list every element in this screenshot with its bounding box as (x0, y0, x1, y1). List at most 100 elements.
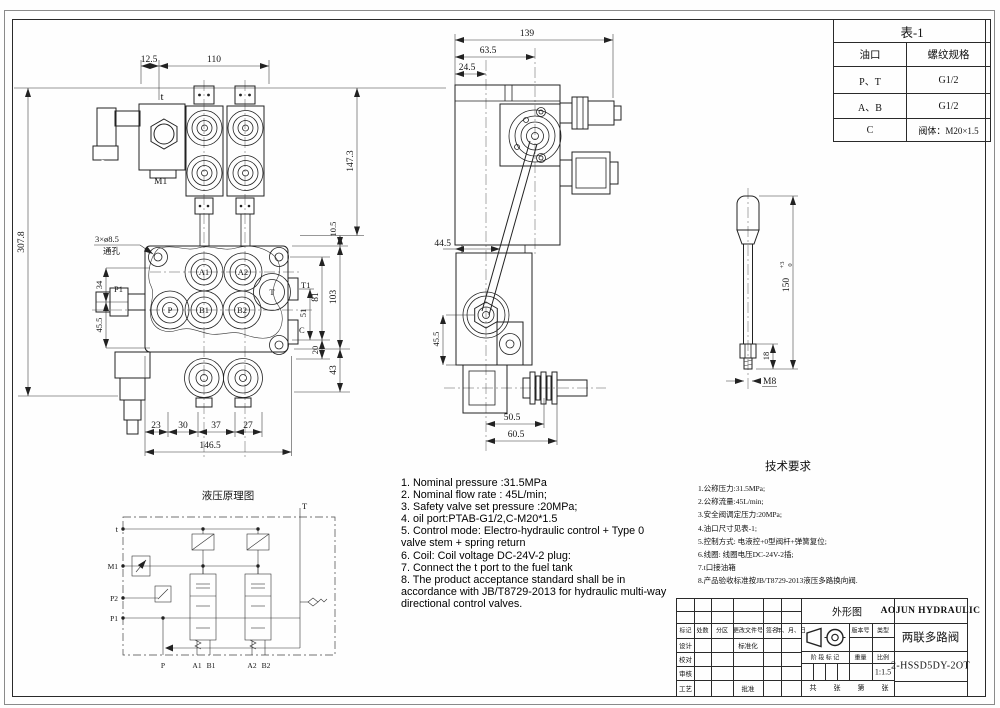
dim-45-5-left: 45.5 (94, 318, 104, 333)
dim-146-5: 146.5 (199, 441, 221, 451)
tech-req-item: 3.安全阀调定压力:20MPa; (698, 510, 782, 520)
dim-18: 18 (761, 352, 771, 361)
tech-req-item: 7.t口接油箱 (698, 563, 736, 573)
side-view-drawing: 139 63.5 24.5 (431, 29, 622, 452)
dim-45-5-side: 45.5 (431, 332, 441, 347)
tech-req-title: 技术要求 (765, 461, 811, 473)
dim-81: 81 (311, 292, 321, 302)
dim-20: 20 (310, 346, 320, 355)
schematic-port-b2: B2 (262, 661, 271, 670)
port-label-p1: P1 (114, 284, 123, 294)
port-label-t1: T1 (301, 280, 310, 290)
dim-10-5: 10.5 (328, 222, 338, 237)
schematic-port-p2: P2 (110, 594, 118, 603)
port-label-t: t (160, 91, 163, 103)
tb-check-label: 校对 (679, 657, 692, 664)
note-line: 7. Connect the t port to the fuel tank (401, 561, 573, 574)
tb-mark-label: 标记 (679, 628, 692, 635)
tb-weight-label: 重量 (854, 655, 867, 662)
schematic-port-a1: A1 (192, 661, 201, 670)
dim-44-5: 44.5 (434, 239, 451, 249)
tb-sheet-no-label: 第 (857, 684, 865, 692)
handle-drawing: 150 +3 0 18 M8 (726, 188, 798, 390)
table-row: C 阀体：M20×1.5 (833, 118, 991, 142)
dim-34: 34 (94, 280, 104, 289)
note-line: valve stem + spring return (401, 537, 526, 550)
note-line: 2. Nominal flow rate : 45L/min; (401, 489, 547, 502)
dim-50-5: 50.5 (504, 413, 521, 423)
tb-process-label: 工艺 (679, 686, 692, 693)
table1-ab-port: A、B (833, 93, 907, 119)
dim-139: 139 (520, 29, 535, 39)
dim-51: 51 (298, 309, 308, 318)
dim-103: 103 (329, 290, 339, 305)
tech-req-item: 8.产品验收标准按JB/T8729-2013液压多路换向阀. (698, 576, 858, 586)
tb-date-label: 年、月、日 (775, 628, 807, 635)
product-name: 两联多路阀 (901, 632, 960, 644)
tech-req-item: 4.油口尺寸见表-1; (698, 523, 757, 533)
port-label-a1: A1 (199, 267, 209, 277)
tb-zone-label: 分区 (715, 628, 729, 635)
schematic-port-p: P (161, 661, 165, 670)
table1-c-port: C (833, 118, 907, 142)
english-notes: 1. Nominal pressure :31.5MPa 2. Nominal … (401, 477, 711, 610)
table1-pt-port: P、T (833, 66, 907, 94)
dim-60-5: 60.5 (508, 430, 525, 440)
dim-37: 37 (211, 421, 221, 431)
tb-approve-label: 批准 (741, 686, 755, 693)
tb-sheet-total-label: 共 (809, 684, 817, 692)
table1-header-thread: 螺纹规格 (906, 42, 991, 67)
tb-design-label: 设计 (679, 643, 692, 650)
port-label-c: C (299, 325, 305, 335)
dim-23: 23 (151, 421, 161, 431)
tb-version-label: 版本号 (851, 628, 870, 635)
schematic-title: 液压原理图 (202, 489, 255, 502)
table1-pt-thread: G1/2 (906, 66, 991, 94)
schematic-port-tank: T (302, 501, 308, 511)
dim-12-5: 12.5 (141, 55, 158, 65)
note-line: accordance with JB/T8729-2013 for hydrau… (401, 585, 667, 598)
note-line: 8. The product acceptance standard shall… (401, 573, 626, 586)
port-label-b1: B1 (199, 305, 209, 315)
tech-req-item: 1.公称压力:31.5MPa; (698, 484, 766, 493)
table-row: A、B G1/2 (833, 93, 991, 119)
hydraulic-schematic-drawing: 液压原理图 t M1 P2 P1 T P A1 B1 A2 B2 (108, 489, 336, 670)
tb-changefile-label: 更改文件号 (732, 628, 764, 635)
schematic-port-p1: P1 (110, 614, 118, 623)
dim-m8: M8 (763, 377, 776, 387)
table1-title: 表-1 (833, 19, 991, 43)
tb-scale-label: 比例 (876, 655, 890, 662)
schematic-port-m1: M1 (108, 562, 119, 571)
schematic-port-a2: A2 (247, 661, 256, 670)
drawing-frame (12, 19, 986, 697)
note-line: 4. oil port:PTAB-G1/2,C-M20*1.5 (401, 513, 558, 526)
tb-sign-label: 签名 (765, 628, 779, 635)
front-view-drawing: 12.5 110 307.8 147.3 10.5 103 43 (14, 55, 446, 458)
note-line: 3. Safety valve set pressure :20MPa; (401, 501, 578, 514)
port-label-p: P (168, 305, 173, 315)
tb-stage-label: 阶 段 标 记 (810, 655, 840, 662)
port-label-tport: T (269, 287, 275, 297)
technical-requirements: 技术要求 1.公称压力:31.5MPa; 2.公称流量:45L/min; 3.安… (698, 458, 898, 588)
thread-spec-table: 表-1 油口 螺纹规格 P、T G1/2 A、B G1/2 C 阀体：M20×1… (833, 19, 991, 142)
tb-count-label: 处数 (696, 628, 709, 635)
dim-43: 43 (329, 365, 339, 375)
model-number: 2-HSSD5DY-2OT (890, 660, 971, 672)
note-line: 6. Coil: Coil voltage DC-24V-2 plug: (401, 549, 571, 562)
tb-sheet-label2: 张 (881, 684, 889, 692)
tech-req-item: 5.控制方式: 电液控+0型阀杆+弹簧复位; (698, 536, 827, 546)
tech-req-item: 6.线圈: 线圈电压DC-24V-2插; (698, 550, 794, 560)
port-label-b2: B2 (237, 305, 247, 315)
projection-symbol-icon (806, 627, 846, 648)
note-line: 5. Control mode: Electro-hydraulic contr… (401, 525, 645, 538)
dim-27: 27 (243, 421, 253, 431)
tb-standard-label: 标准化 (738, 643, 758, 650)
sheet-outer-border (4, 10, 995, 705)
tb-audit-label: 审核 (679, 671, 692, 678)
title-block: 标记 处数 分区 更改文件号 签名 年、月、日 设计 标准化 校对 审核 工艺 … (676, 598, 980, 697)
tb-view-type: 外形图 (832, 607, 862, 619)
label-m1: M1 (154, 177, 167, 187)
hole-callout-note: 通孔 (103, 246, 121, 256)
schematic-port-t: t (116, 524, 119, 534)
tb-scale-value: 1:1.5 (874, 667, 892, 676)
